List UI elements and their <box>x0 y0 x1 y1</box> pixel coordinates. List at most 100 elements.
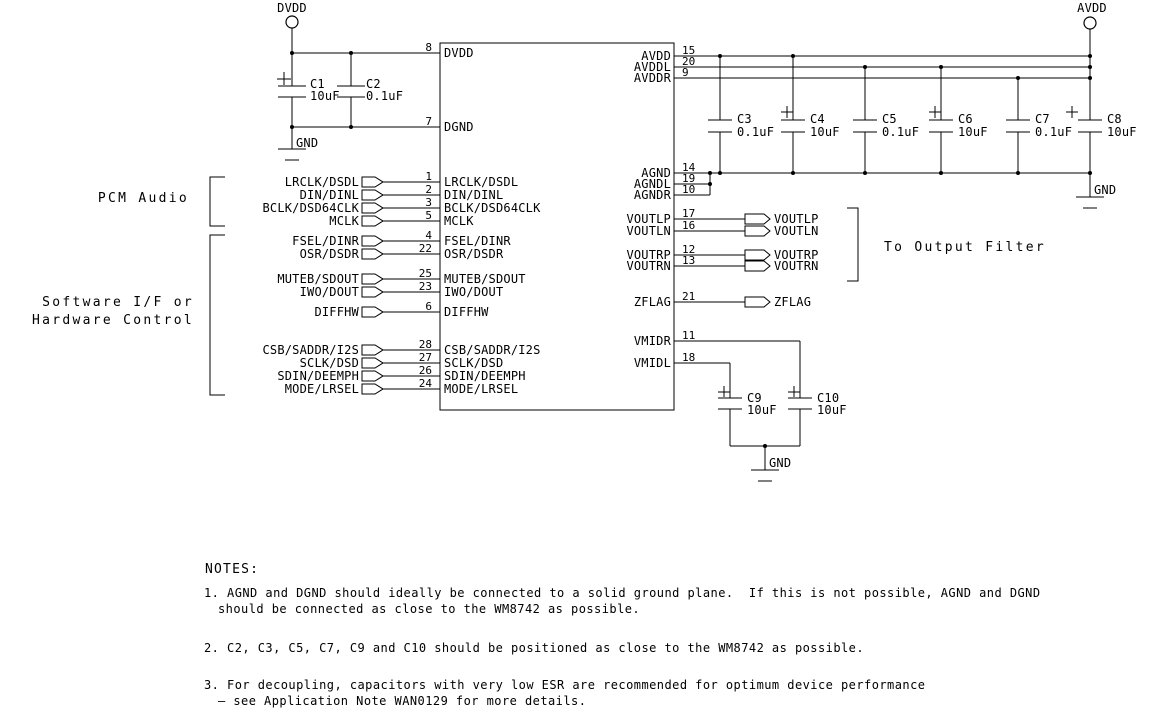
junction-dot <box>939 171 943 175</box>
junction-dot <box>1088 171 1092 175</box>
pin-row-voutrp: VOUTRP <box>674 248 819 262</box>
pin-row-sclk: 27 SCLK/DSD SCLK/DSD <box>300 351 504 370</box>
pin-row-mode: 24 MODE/LRSEL MODE/LRSEL <box>285 377 518 396</box>
pin-number: 18 <box>682 351 695 364</box>
avdd-terminal-label: AVDD <box>1077 1 1107 15</box>
note-2: 2. C2, C3, C5, C7, C9 and C10 should be … <box>204 641 864 655</box>
control-bracket <box>209 234 225 396</box>
pin-number: 8 <box>425 41 432 54</box>
signal-label: VOUTRP <box>774 248 819 262</box>
signal-label: VOUTLP <box>774 212 819 226</box>
gnd-label: GND <box>1094 183 1116 197</box>
junction-dot <box>1088 65 1092 69</box>
cap-ref: C1 <box>310 77 325 91</box>
pin-label: VMIDR <box>634 334 672 348</box>
signal-label: FSEL/DINR <box>292 234 359 248</box>
signal-label: IWO/DOUT <box>300 285 359 299</box>
pin-label: DIFFHW <box>444 305 489 319</box>
cap-value: 0.1uF <box>882 125 919 139</box>
junction-dot <box>718 54 722 58</box>
output-filter-label: To Output Filter <box>884 240 1046 255</box>
pin-label: IWO/DOUT <box>444 285 503 299</box>
signal-flag <box>744 225 771 237</box>
capacitor-c6: C6 10uF <box>929 67 988 173</box>
signal-label: MCLK <box>329 214 359 228</box>
cap-value: 0.1uF <box>366 89 403 103</box>
pin-row-diffhw: 6 DIFFHW DIFFHW <box>314 300 489 319</box>
signal-flag <box>361 202 384 214</box>
ic-left-signal-pins: 1 LRCLK/DSDL LRCLK/DSDL 2 DIN/DINL DIN/D… <box>262 170 541 396</box>
capacitor-c5: C5 0.1uF <box>853 67 919 173</box>
signal-flag <box>361 344 384 356</box>
signal-label: CSB/SADDR/I2S <box>262 343 359 357</box>
capacitor-c9: C9 10uF <box>718 386 777 446</box>
pin-number: 9 <box>682 66 689 79</box>
pin-number: 22 <box>419 242 432 255</box>
pin-row-voutrn: VOUTRN <box>674 259 819 273</box>
pin-number: 1 <box>425 170 432 183</box>
ground-symbol-left: GND <box>278 127 318 161</box>
note-3-line-1: 3. For decoupling, capacitors with very … <box>204 678 925 692</box>
pin-number: 15 <box>682 44 695 57</box>
pin-number: 16 <box>682 219 695 232</box>
junction-dot <box>718 171 722 175</box>
cap-ref: C7 <box>1035 112 1050 126</box>
ic-right-pins: 15 AVDD 20 AVDDL 9 AVDDR 14 AGND 19 AGND… <box>626 44 695 370</box>
pin-label: MODE/LRSEL <box>444 382 518 396</box>
pin-label: AGNDR <box>634 188 672 202</box>
note-1-line-2: should be connected as close to the WM87… <box>218 602 640 616</box>
software-if-label: Software I/F or <box>42 295 194 310</box>
cap-value: 10uF <box>747 403 777 417</box>
pin-row-iwo: 23 IWO/DOUT IWO/DOUT <box>300 280 504 299</box>
pin-label: MCLK <box>444 214 474 228</box>
signal-flag <box>361 357 384 369</box>
cap-value: 10uF <box>310 89 340 103</box>
pin-label: FSEL/DINR <box>444 234 511 248</box>
signal-label: VOUTRN <box>774 259 819 273</box>
ic-left-power-pins: 8 DVDD 7 DGND <box>425 41 473 134</box>
avdd-terminal-icon <box>1083 16 1097 30</box>
signal-label: DIFFHW <box>314 305 359 319</box>
cap-value: 0.1uF <box>737 125 774 139</box>
cap-value: 10uF <box>958 125 988 139</box>
junction-dot <box>349 51 353 55</box>
ground-symbol-vmid: GND <box>751 446 791 482</box>
dvdd-supply-section: DVDD C1 10uF C2 0.1uF <box>277 1 440 161</box>
capacitor-c7: C7 0.1uF <box>1006 78 1072 173</box>
pin-number: 19 <box>682 172 695 185</box>
dvdd-terminal-icon <box>285 15 299 29</box>
pin-number: 6 <box>425 300 432 313</box>
signal-label: SCLK/DSD <box>300 356 359 370</box>
cap-value: 10uF <box>810 125 840 139</box>
signal-flag <box>361 306 384 318</box>
cap-ref: C8 <box>1107 112 1122 126</box>
pin-label: CSB/SADDR/I2S <box>444 343 541 357</box>
gnd-label: GND <box>769 456 791 470</box>
pin-number: 3 <box>425 196 432 209</box>
ground-symbol-right: GND <box>1076 183 1116 209</box>
ic-outline <box>439 42 675 411</box>
pin-number: 24 <box>419 377 433 390</box>
pin-number: 2 <box>425 183 432 196</box>
pin-number: 21 <box>682 290 695 303</box>
pin-row-mclk: 5 MCLK MCLK <box>329 209 474 228</box>
junction-dot <box>863 171 867 175</box>
cap-ref: C6 <box>958 112 973 126</box>
signal-flag <box>361 235 384 247</box>
cap-value: 0.1uF <box>1035 125 1072 139</box>
signal-flag <box>361 176 384 188</box>
signal-label: DIN/DINL <box>300 188 359 202</box>
pin-label: VOUTLP <box>626 212 671 226</box>
signal-flag <box>361 383 384 395</box>
pin-number: 13 <box>682 254 695 267</box>
junction-dot <box>939 65 943 69</box>
pin-row-din: 2 DIN/DINL DIN/DINL <box>300 183 504 202</box>
capacitor-c3: C3 0.1uF <box>708 56 774 173</box>
pin-row-sdin: 26 SDIN/DEEMPH SDIN/DEEMPH <box>277 364 525 383</box>
junction-dot <box>1016 171 1020 175</box>
signal-label: VOUTLN <box>774 224 819 238</box>
pin-number: 17 <box>682 207 695 220</box>
pin-number: 10 <box>682 183 695 196</box>
capacitor-c10: C10 10uF <box>788 386 847 446</box>
